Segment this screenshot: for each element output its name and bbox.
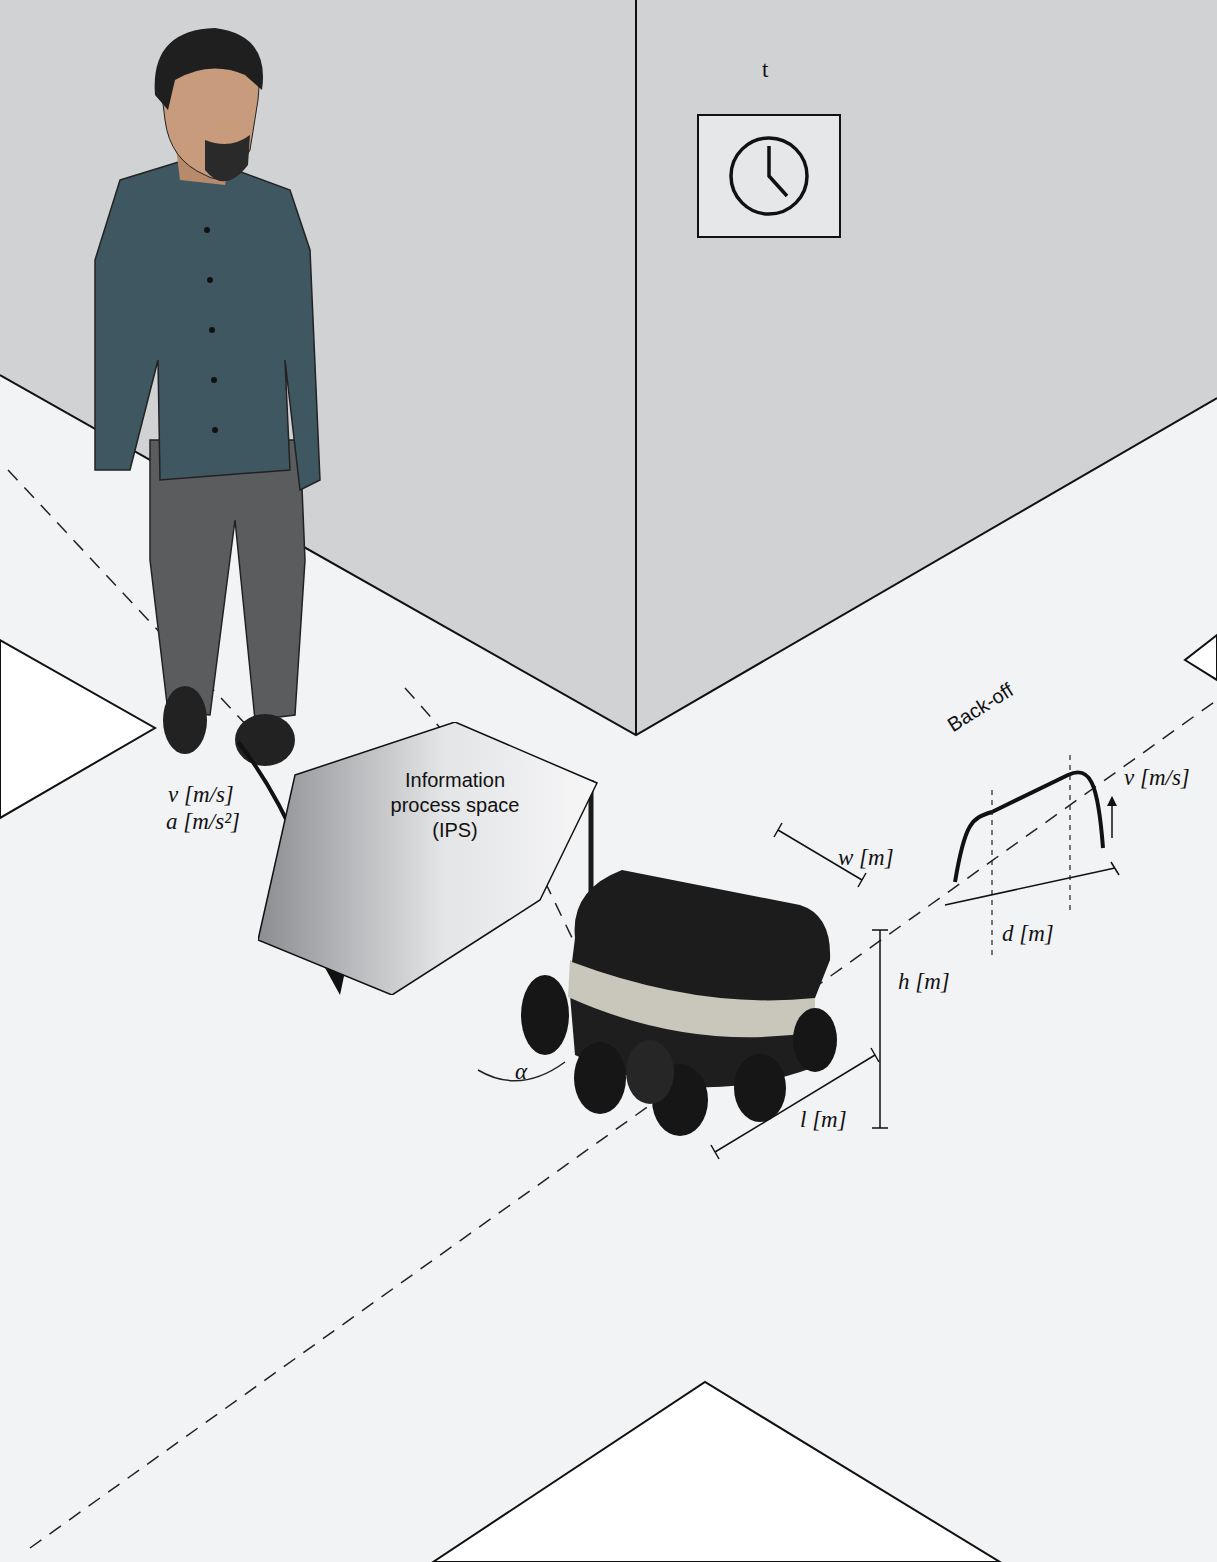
region-label: Information process space (IPS) <box>380 768 530 843</box>
curb-block <box>1185 635 1217 680</box>
clock-face <box>731 138 807 214</box>
time-label: t <box>762 58 768 81</box>
curb-block <box>0 640 155 818</box>
dimension-label: h [m] <box>898 970 950 993</box>
dimension-label: w [m] <box>838 846 894 869</box>
clock-hands <box>769 146 787 196</box>
speed-label: v [m/s] <box>168 783 234 806</box>
building-corner <box>635 0 637 735</box>
dimension-label: l [m] <box>800 1108 847 1131</box>
building-wall <box>0 0 1217 735</box>
clock-frame <box>698 115 840 237</box>
region-shape: Information process space (IPS) <box>258 722 600 995</box>
back-off-label: Back-off <box>944 679 1017 735</box>
acceleration-label: a [m/s²] <box>166 810 240 833</box>
curb-block <box>433 1382 1000 1562</box>
region-outline <box>258 722 600 995</box>
pedestrian-figure <box>95 28 320 766</box>
angle-label: α <box>515 1060 527 1083</box>
dimension-label: d [m] <box>1002 922 1054 945</box>
back-off-graph <box>945 755 1119 955</box>
speed-label: v [m/s] <box>1124 766 1190 789</box>
dimension-lines <box>711 823 888 1159</box>
